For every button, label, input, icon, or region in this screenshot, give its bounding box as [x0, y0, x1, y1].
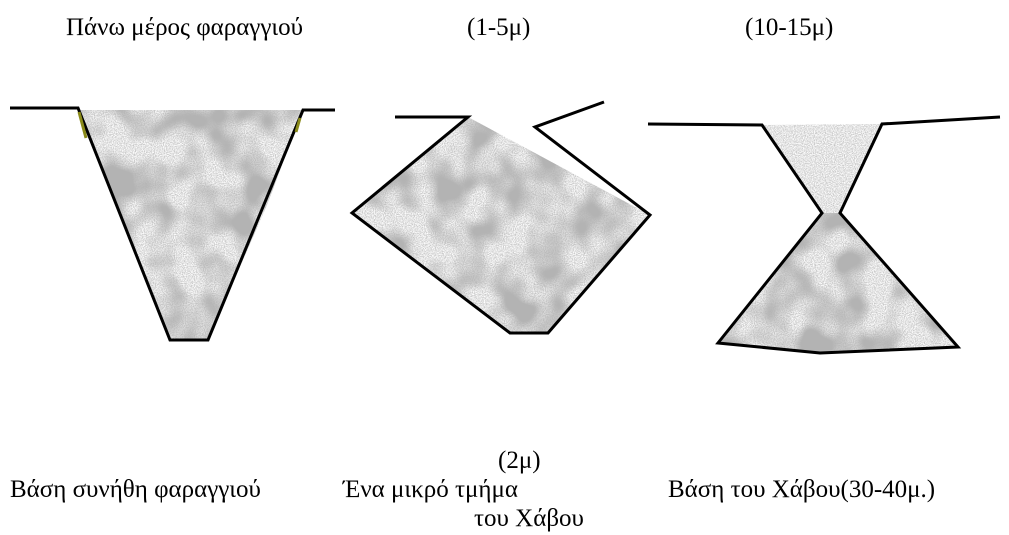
- label-small-section-line2: του Χάβου: [474, 505, 584, 532]
- normal-gorge-edge-accent-right: [294, 117, 302, 133]
- normal-gorge-edge-accent: [77, 111, 88, 139]
- label-top-gorge: Πάνω μέρος φαραγγιού: [66, 14, 303, 41]
- normal-gorge-section: [10, 106, 335, 342]
- havos-bottom-shading: [718, 213, 958, 353]
- small-section-shading: [352, 117, 650, 333]
- normal-gorge-shading: [78, 110, 303, 340]
- havos-top-fill: [762, 124, 882, 213]
- label-middle-width: (1-5μ): [467, 14, 531, 41]
- havos-outline-left: [647, 115, 1001, 355]
- label-right-width: (10-15μ): [745, 14, 834, 41]
- label-bottom-middle-width: (2μ): [498, 447, 541, 474]
- label-small-section-line1: Ένα μικρό τμήμα: [343, 476, 518, 503]
- label-base-havos: Βάση του Χάβου(30-40μ.): [668, 476, 936, 503]
- havos-base-section: [647, 115, 1001, 355]
- small-section-outline: [349, 100, 653, 335]
- label-base-normal-gorge: Βάση συνήθη φαραγγιού: [10, 476, 261, 503]
- small-section-havos: [349, 100, 653, 335]
- normal-gorge-outline: [10, 106, 335, 342]
